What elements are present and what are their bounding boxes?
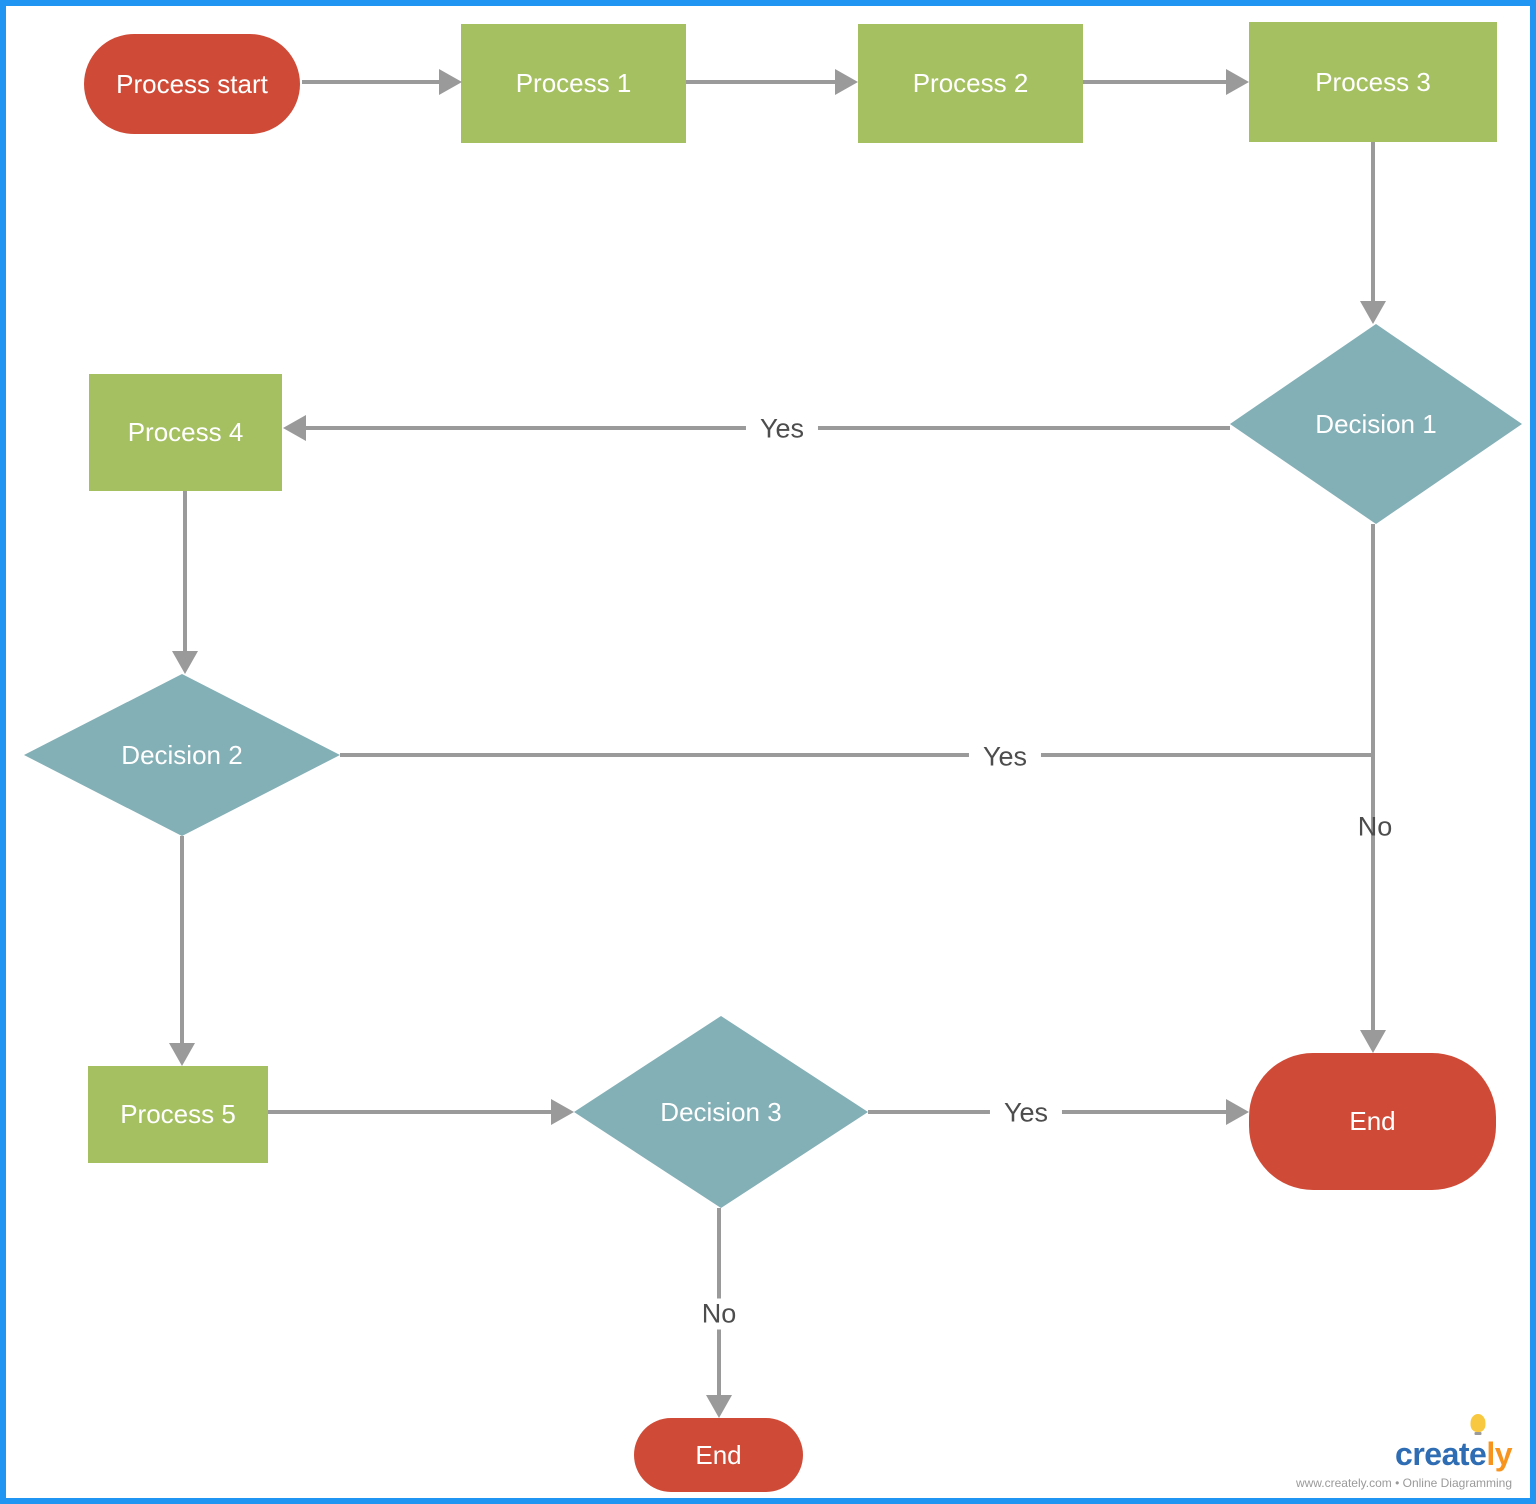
arrowhead-icon (169, 1043, 195, 1066)
connector-process3-to-decision1 (1371, 142, 1375, 302)
connector-process4-to-decision2 (183, 491, 187, 652)
connector-process5-to-decision3 (268, 1110, 551, 1114)
node-end-bottom: End (634, 1418, 803, 1492)
arrowhead-icon (1360, 301, 1386, 324)
node-process-3: Process 3 (1249, 22, 1497, 142)
edge-label-decision1-yes: Yes (745, 413, 819, 445)
node-decision-3: Decision 3 (574, 1016, 868, 1208)
brand-text-part1: creat (1395, 1436, 1470, 1472)
arrowhead-icon (172, 651, 198, 674)
node-process-start: Process start (84, 34, 300, 134)
node-end-right: End (1249, 1053, 1496, 1190)
node-decision-1: Decision 1 (1230, 324, 1522, 524)
arrowhead-icon (835, 69, 858, 95)
arrowhead-icon (1360, 1030, 1386, 1053)
arrowhead-icon (1226, 69, 1249, 95)
edge-label-decision3-yes: Yes (989, 1097, 1063, 1129)
connector-decision1-no-to-end (1371, 524, 1375, 1030)
arrowhead-icon (706, 1395, 732, 1418)
edge-label-decision1-no: No (1357, 811, 1393, 842)
connector-decision2-to-process5 (180, 836, 184, 1043)
connector-process1-to-process2 (686, 80, 836, 84)
node-process-2: Process 2 (858, 24, 1083, 143)
brand-text-part3: ly (1486, 1436, 1512, 1472)
edge-label-decision2-yes: Yes (968, 741, 1042, 773)
node-decision-2: Decision 2 (24, 674, 340, 836)
arrowhead-icon (439, 69, 462, 95)
connector-start-to-process1 (302, 80, 439, 84)
arrowhead-icon (283, 415, 306, 441)
node-process-5: Process 5 (88, 1066, 268, 1163)
arrowhead-icon (1226, 1099, 1249, 1125)
lightbulb-base-icon (1474, 1432, 1482, 1435)
connector-decision2-yes-to-no-line (340, 753, 1375, 757)
arrowhead-icon (551, 1099, 574, 1125)
node-process-1: Process 1 (461, 24, 686, 143)
lightbulb-icon (1470, 1414, 1486, 1432)
connector-process2-to-process3 (1083, 80, 1227, 84)
edge-label-decision3-no: No (687, 1298, 751, 1330)
node-process-4: Process 4 (89, 374, 282, 491)
watermark-tagline: www.creately.com • Online Diagramming (1295, 1476, 1512, 1490)
brand-text-part2: e (1469, 1414, 1487, 1472)
